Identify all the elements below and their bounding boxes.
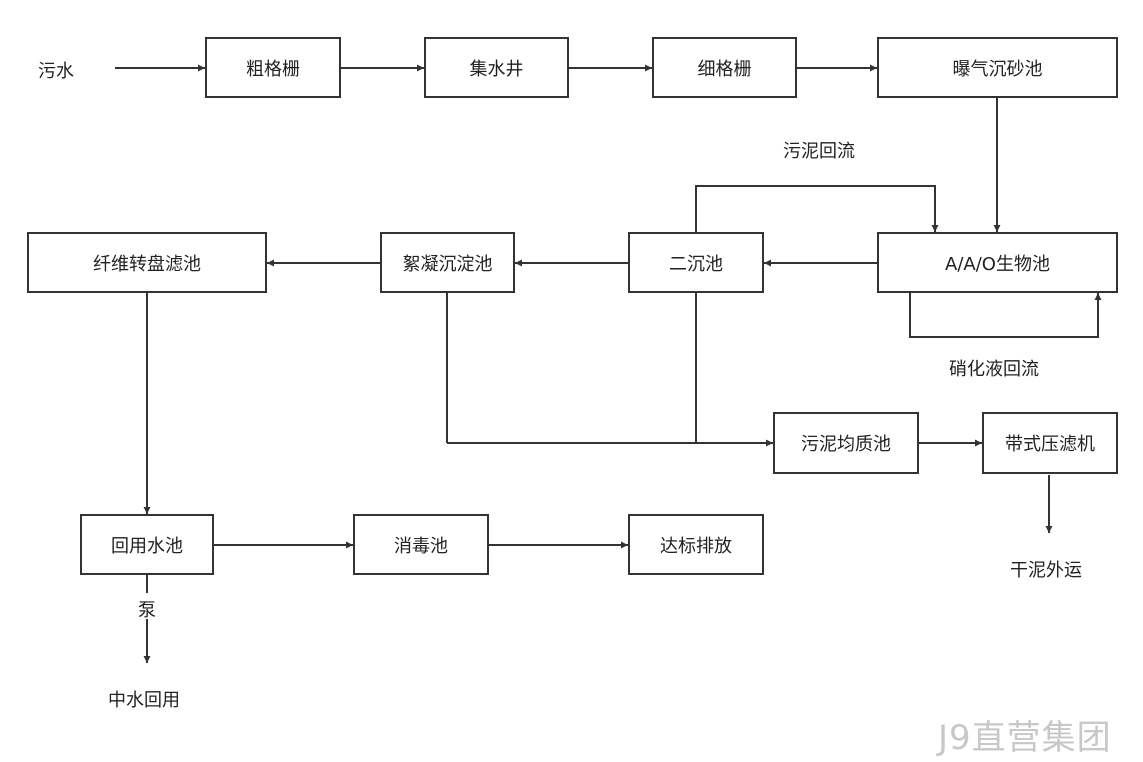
node-coarse-screen: 粗格栅 (205, 37, 341, 98)
node-fine-screen-label: 细格栅 (697, 58, 752, 80)
node-coarse-screen-label: 粗格栅 (246, 58, 300, 80)
node-aao-bioreactor: A/A/O生物池 (877, 232, 1118, 293)
node-collection-well-label: 集水井 (469, 58, 524, 80)
node-sludge-homogenizer-label: 污泥均质池 (801, 434, 891, 455)
node-reuse-pool: 回用水池 (80, 514, 214, 575)
node-fiber-disc-filter: 纤维转盘滤池 (27, 232, 267, 293)
label-sewage-in: 污水 (38, 61, 74, 82)
node-secondary-clarifier: 二沉池 (628, 232, 764, 293)
node-secondary-clarifier-label: 二沉池 (669, 253, 723, 275)
watermark: J9直营集团 (938, 718, 1112, 758)
node-flocculation-tank-label: 絮凝沉淀池 (402, 253, 493, 275)
label-pump: 泵 (138, 600, 156, 621)
arrow-nitrate-return (909, 293, 1102, 338)
node-disinfection-tank: 消毒池 (353, 514, 489, 575)
node-belt-filter-press-label: 带式压滤机 (1005, 434, 1095, 455)
node-aerated-grit-chamber: 曝气沉砂池 (877, 37, 1118, 98)
node-collection-well: 集水井 (424, 37, 569, 98)
arrow-sludge-return (695, 185, 939, 232)
node-flocculation-tank: 絮凝沉淀池 (380, 232, 515, 293)
node-reuse-pool-label: 回用水池 (111, 535, 183, 557)
label-nitrate-return: 硝化液回流 (949, 359, 1039, 380)
node-sludge-homogenizer: 污泥均质池 (773, 412, 919, 474)
node-fine-screen: 细格栅 (652, 37, 797, 98)
node-discharge-label: 达标排放 (660, 535, 732, 557)
node-discharge: 达标排放 (628, 514, 764, 575)
label-reclaimed-water: 中水回用 (108, 690, 180, 711)
node-aerated-grit-chamber-label: 曝气沉砂池 (952, 58, 1043, 80)
label-dry-sludge: 干泥外运 (1010, 560, 1082, 581)
label-sludge-return: 污泥回流 (783, 141, 855, 162)
node-fiber-disc-filter-label: 纤维转盘滤池 (93, 253, 201, 275)
node-disinfection-tank-label: 消毒池 (394, 535, 448, 557)
node-belt-filter-press: 带式压滤机 (982, 412, 1118, 474)
node-aao-bioreactor-label: A/A/O生物池 (945, 253, 1050, 275)
